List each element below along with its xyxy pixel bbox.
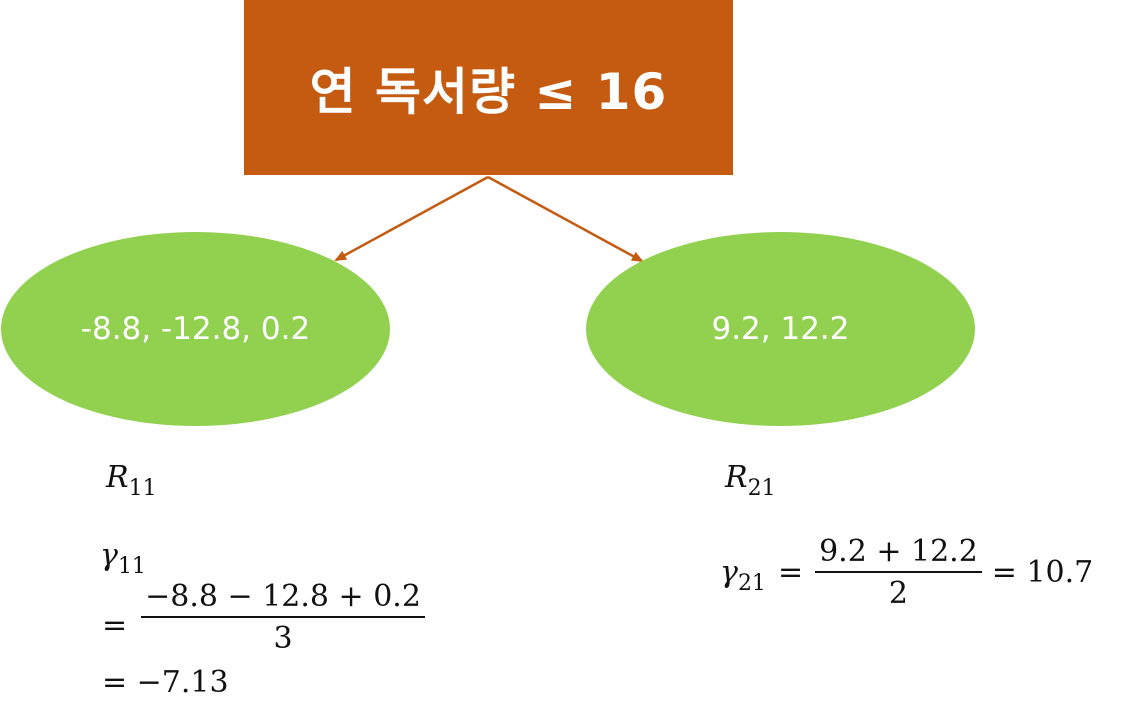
edge-to-right-leaf [487, 175, 644, 263]
gamma-right-result: = 10.7 [991, 555, 1094, 590]
region-subscript: 11 [128, 476, 157, 501]
fraction-denominator: 3 [273, 621, 293, 656]
region-subscript: 21 [747, 476, 776, 501]
gamma-left-result: = −7.13 [102, 665, 229, 700]
gamma-symbol: γ [100, 538, 118, 573]
gamma-left-formula: = −8.8 − 12.8 + 0.2 3 [102, 582, 425, 654]
right-leaf-values: 9.2, 12.2 [711, 311, 850, 347]
gamma-right-symbol: γ21 [720, 555, 766, 595]
gamma-symbol: γ [720, 555, 738, 590]
gamma-subscript: 21 [737, 571, 766, 596]
left-leaf-values: -8.8, -12.8, 0.2 [80, 311, 311, 347]
fraction-bar [141, 616, 425, 618]
fraction-denominator: 2 [888, 576, 908, 611]
root-split-node: 연 독서량 ≤ 16 [244, 0, 733, 175]
left-leaf-node: -8.8, -12.8, 0.2 [1, 232, 390, 426]
region-label-left: R11 [106, 460, 157, 500]
equals-sign: = [102, 608, 128, 643]
region-symbol: R [725, 460, 748, 495]
right-leaf-node: 9.2, 12.2 [586, 232, 975, 426]
gamma-left-fraction: −8.8 − 12.8 + 0.2 3 [141, 582, 425, 654]
gamma-left-symbol: γ11 [100, 538, 146, 578]
region-label-right: R21 [725, 460, 776, 500]
gamma-subscript: 11 [117, 554, 146, 579]
root-split-label: 연 독서량 ≤ 16 [309, 62, 668, 121]
gamma-right-formula: γ21 = 9.2 + 12.2 2 = 10.7 [720, 537, 1093, 609]
region-symbol: R [106, 460, 129, 495]
fraction-bar [815, 571, 982, 573]
gamma-right-fraction: 9.2 + 12.2 2 [815, 537, 982, 609]
fraction-numerator: −8.8 − 12.8 + 0.2 [145, 579, 421, 614]
equals-sign: = [777, 555, 804, 590]
fraction-numerator: 9.2 + 12.2 [819, 534, 978, 569]
edge-to-left-leaf [334, 175, 489, 262]
